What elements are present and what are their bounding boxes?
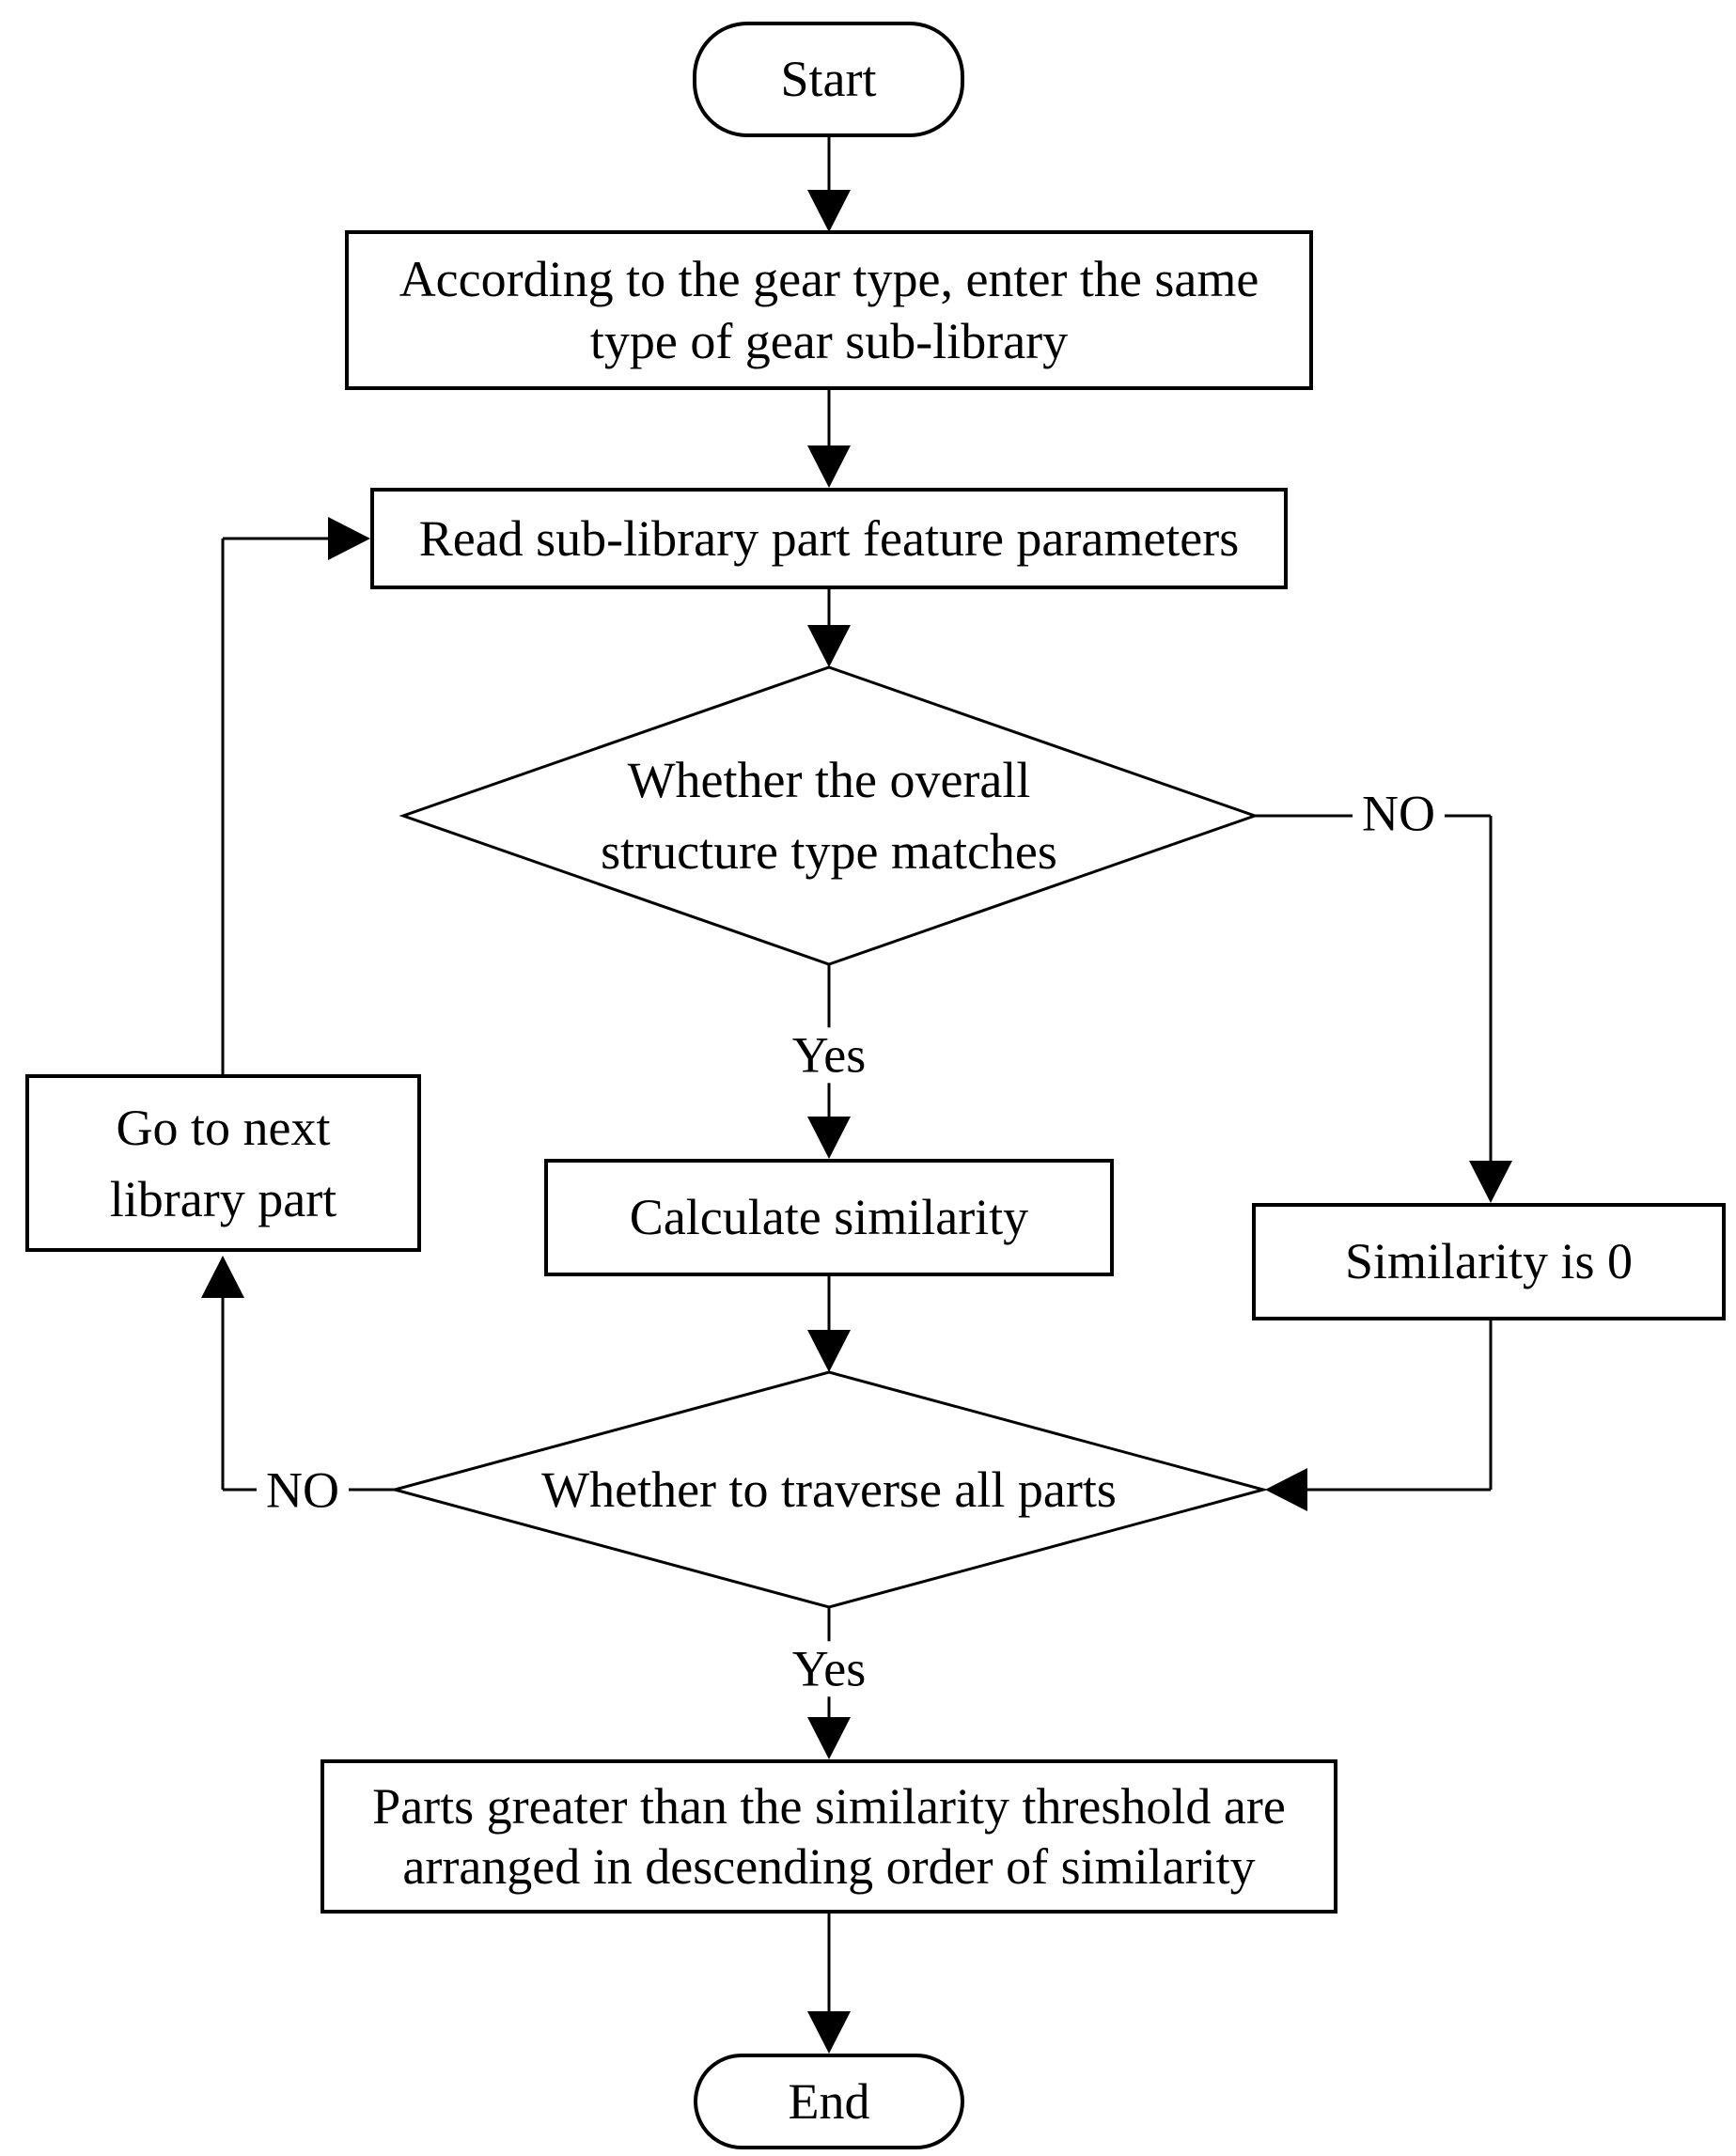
node-read-params: Read sub-library part feature parameters (370, 488, 1288, 589)
label-structure-no: NO (1353, 785, 1445, 842)
similarity-zero-label: Similarity is 0 (1344, 1233, 1634, 1290)
go-next-line2: library part (109, 1170, 337, 1227)
decision-traverse-all: Whether to traverse all parts (500, 1443, 1158, 1537)
edge-arrange-to-end (807, 1914, 851, 2054)
decision-structure-match: Whether the overall structure type match… (547, 722, 1111, 910)
node-enter-sublibrary: According to the gear type, enter the sa… (345, 230, 1313, 390)
enter-sublibrary-line2: type of gear sub-library (589, 313, 1069, 369)
structure-match-line1: Whether the overall (627, 752, 1031, 808)
traverse-all-label: Whether to traverse all parts (541, 1461, 1117, 1518)
label-structure-yes: Yes (782, 1026, 876, 1084)
node-similarity-zero: Similarity is 0 (1252, 1203, 1726, 1320)
label-traverse-no: NO (257, 1461, 349, 1519)
start-label: Start (780, 51, 877, 108)
edge-start-to-enter (807, 137, 851, 232)
edge-traverse-no-to-go-next (201, 1256, 395, 1492)
end-label: End (788, 2072, 870, 2130)
arrange-results-line2: arranged in descending order of similari… (402, 1838, 1256, 1895)
node-arrange-results: Parts greater than the similarity thresh… (321, 1759, 1337, 1914)
label-traverse-yes: Yes (782, 1640, 876, 1697)
edge-calculate-to-traverse (807, 1276, 851, 1372)
calculate-similarity-label: Calculate similarity (629, 1189, 1029, 1246)
node-calculate-similarity: Calculate similarity (544, 1159, 1114, 1276)
edge-go-next-to-read (221, 517, 370, 1074)
edge-read-to-structure (807, 589, 851, 667)
edge-enter-to-read (807, 390, 851, 488)
go-next-line1: Go to next (116, 1099, 331, 1156)
node-start: Start (693, 22, 964, 137)
structure-match-line2: structure type matches (601, 823, 1057, 880)
edge-similarity-zero-to-traverse (1265, 1320, 1493, 1511)
edge-structure-no-to-similarity-zero (1255, 814, 1512, 1203)
read-params-label: Read sub-library part feature parameters (418, 509, 1240, 567)
enter-sublibrary-line1: According to the gear type, enter the sa… (399, 251, 1259, 307)
node-go-next-library-part: Go to next library part (25, 1074, 421, 1252)
arrange-results-line1: Parts greater than the similarity thresh… (372, 1778, 1286, 1835)
node-end: End (694, 2054, 964, 2149)
